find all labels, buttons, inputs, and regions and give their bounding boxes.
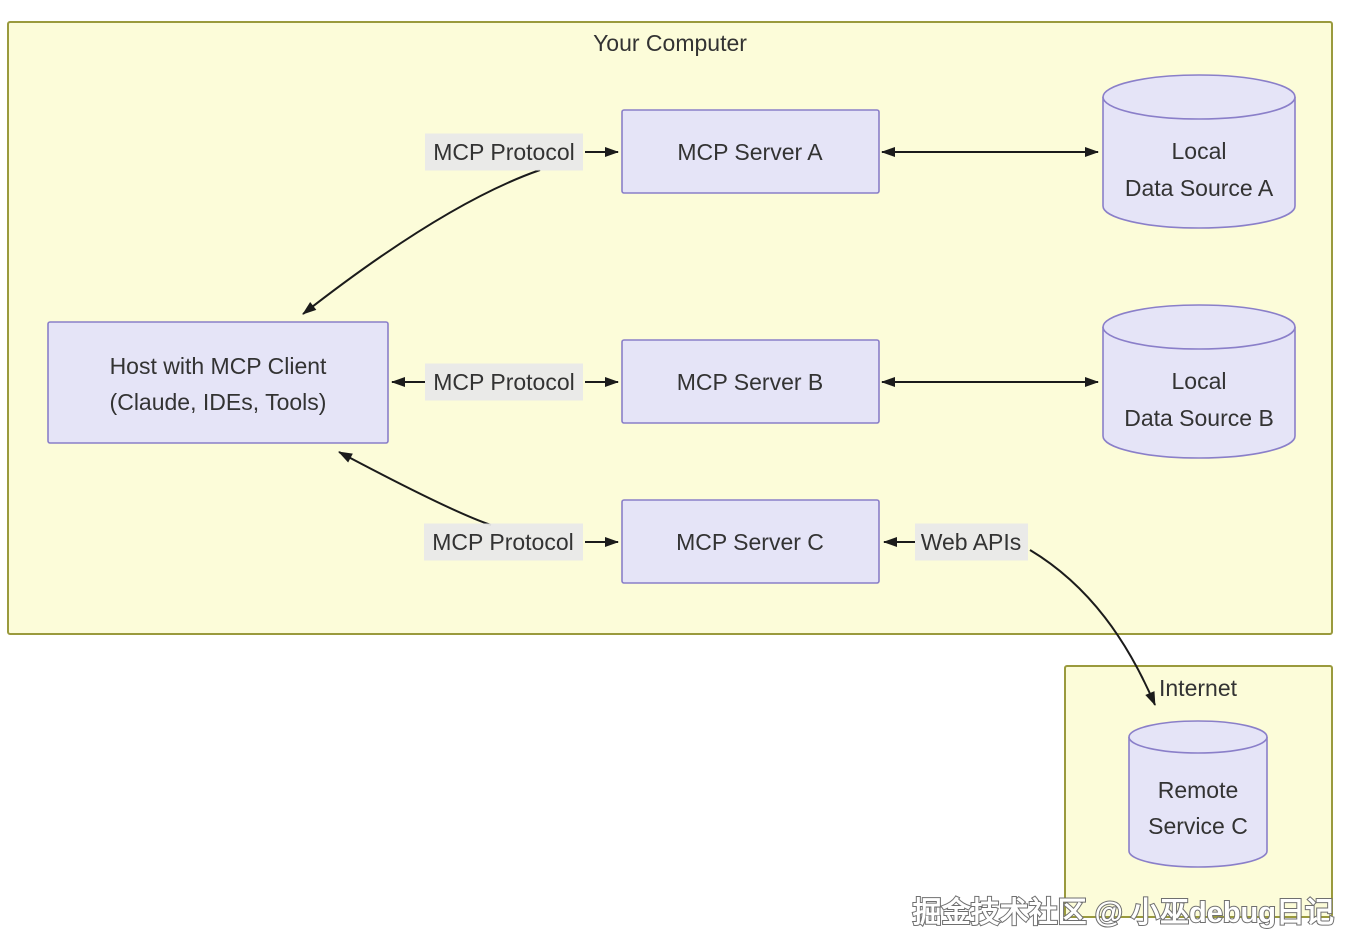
- local-data-source-b-label-line2: Data Source B: [1124, 405, 1274, 431]
- cylinder-top: [1102, 74, 1296, 120]
- cylinder-top: [1128, 720, 1268, 754]
- edge-label-text: MCP Protocol: [432, 529, 573, 555]
- mcp-server-a-node: MCP Server A: [621, 109, 880, 194]
- local-data-source-a-cylinder: Local Data Source A: [1102, 74, 1296, 229]
- watermark: 掘金技术社区 @ 小巫debug日记: [913, 895, 1334, 929]
- edge-label-text: MCP Protocol: [433, 139, 574, 165]
- edge-label-bg: [915, 523, 1028, 561]
- edge-label-text: Web APIs: [921, 529, 1022, 555]
- local-data-source-a-label-line1: Local: [1172, 138, 1227, 164]
- cylinder-body: [1128, 737, 1268, 868]
- local-data-source-b-cylinder: Local Data Source B: [1102, 304, 1296, 459]
- mcp-server-a-box: [621, 109, 880, 194]
- edge-label-bg: [425, 133, 583, 171]
- edge-label-mcp-protocol-a: MCP Protocol: [425, 133, 583, 171]
- edge-protocol-c-to-host: [338, 451, 492, 526]
- edge-protocol-a-to-host: [302, 169, 541, 315]
- mcp-server-a-label: MCP Server A: [677, 139, 823, 165]
- mcp-server-c-label: MCP Server C: [676, 529, 824, 555]
- host-node-label-line1: Host with MCP Client: [110, 353, 327, 379]
- local-data-source-a-label-line2: Data Source A: [1125, 175, 1274, 201]
- host-node: Host with MCP Client (Claude, IDEs, Tool…: [47, 321, 389, 444]
- mcp-server-b-box: [621, 339, 880, 424]
- your-computer-container: [7, 21, 1333, 635]
- local-data-source-b-label-line1: Local: [1172, 368, 1227, 394]
- edge-label-mcp-protocol-c: MCP Protocol: [424, 523, 583, 561]
- cylinder-body: [1102, 327, 1296, 459]
- edge-label-text: MCP Protocol: [433, 369, 574, 395]
- mcp-server-c-box: [621, 499, 880, 584]
- host-node-label-line2: (Claude, IDEs, Tools): [110, 389, 327, 415]
- edge-label-web-apis: Web APIs: [915, 523, 1028, 561]
- remote-service-c-label-line2: Service C: [1148, 813, 1248, 839]
- edge-label-mcp-protocol-b: MCP Protocol: [425, 363, 583, 401]
- cylinder-top: [1102, 304, 1296, 350]
- remote-service-c-cylinder: Remote Service C: [1128, 720, 1268, 868]
- edge-label-bg: [425, 363, 583, 401]
- mcp-server-c-node: MCP Server C: [621, 499, 880, 584]
- mcp-server-b-label: MCP Server B: [677, 369, 824, 395]
- mcp-server-b-node: MCP Server B: [621, 339, 880, 424]
- cylinder-body: [1102, 97, 1296, 229]
- remote-service-c-label-line1: Remote: [1158, 777, 1239, 803]
- host-node-box: [47, 321, 389, 444]
- edge-label-bg: [424, 523, 583, 561]
- edge-webapis-to-remote-service: [1029, 549, 1156, 706]
- internet-title: Internet: [1159, 675, 1238, 701]
- your-computer-title: Your Computer: [593, 30, 747, 56]
